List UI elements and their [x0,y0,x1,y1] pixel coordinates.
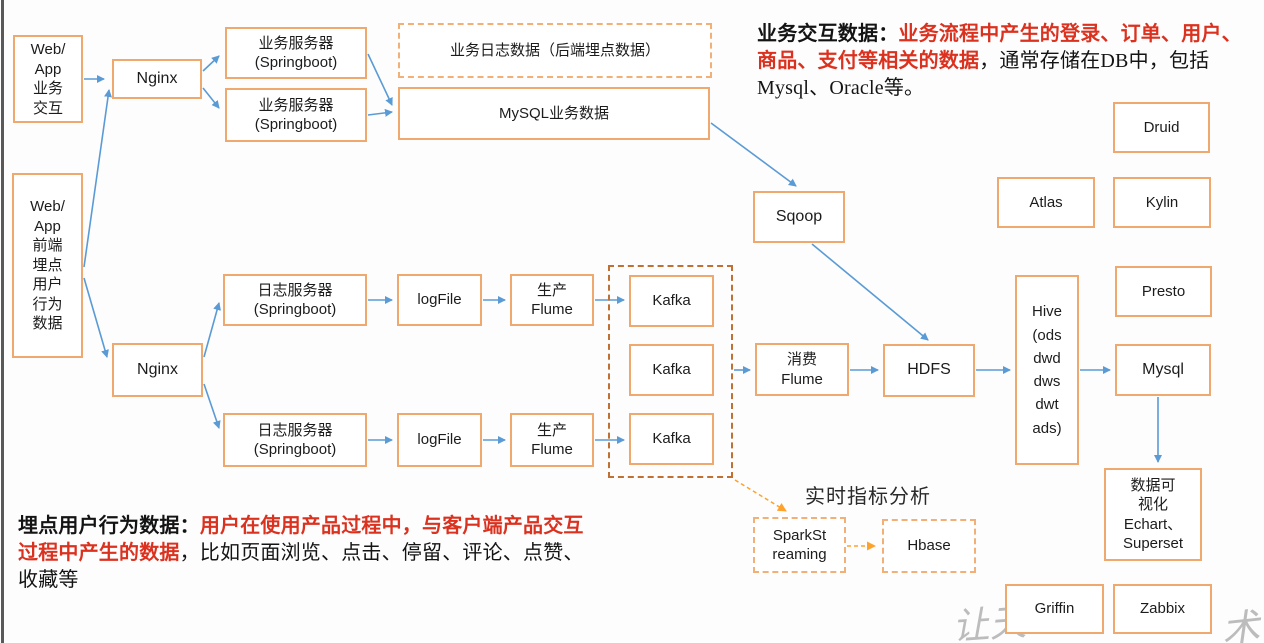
node-mysql-output: Mysql [1115,344,1211,396]
annotation-line: 过程中产生的数据，比如页面浏览、点击、停留、评论、点赞、 [18,542,584,564]
arrow-nginx1-to-bizserver1 [202,55,220,72]
node-web-app-tracking: Web/ App 前端 埋点 用户 行为 数据 [12,173,83,358]
node-nginx-top: Nginx [112,59,202,99]
arrow-mysqlbiz-to-sqoop [710,122,797,187]
realtime-analysis-label: 实时指标分析 [805,486,931,508]
node-hive: Hive (ods dwd dws dwt ads) [1015,275,1079,465]
node-kafka-1: Kafka [629,275,714,327]
node-kylin: Kylin [1113,177,1211,228]
annotation-line: Mysql、Oracle等。 [757,77,925,99]
node-flume-consumer: 消费 Flume [755,343,849,396]
node-biz-server-2: 业务服务器 (Springboot) [225,88,367,142]
node-presto: Presto [1115,266,1212,317]
arrow-kafka-to-sparkstreaming [734,479,787,512]
node-griffin: Griffin [1005,584,1104,634]
node-log-server-2: 日志服务器 (Springboot) [223,413,367,467]
node-log-server-1: 日志服务器 (Springboot) [223,274,367,326]
node-hdfs: HDFS [883,344,975,397]
watermark-fragment-right: 术 [1219,607,1262,643]
node-logfile-1: logFile [397,274,482,326]
node-biz-log-annotation: 业务日志数据（后端埋点数据） [398,23,712,78]
node-data-visualization: 数据可 视化 Echart、 Superset [1104,468,1202,561]
arrow-nginx2-to-logserver2 [203,383,221,429]
node-kafka-2: Kafka [629,344,714,396]
node-hbase: Hbase [882,519,976,573]
node-flume-producer-1: 生产 Flume [510,274,594,326]
node-zabbix: Zabbix [1113,584,1212,634]
arrow-nginx1-to-bizserver2 [202,87,220,109]
arrow-nginx2-to-logserver1 [203,302,221,358]
node-kafka-3: Kafka [629,413,714,465]
annotation-line: 业务交互数据：业务流程中产生的登录、订单、用户、 [757,23,1242,45]
node-atlas: Atlas [997,177,1095,228]
node-druid: Druid [1113,102,1210,153]
kafka-cluster-container [608,265,733,478]
annotation-line: 收藏等 [18,569,79,591]
arrow-tracking-to-nginx1 [83,89,112,268]
node-nginx-bottom: Nginx [112,343,203,397]
arrow-sqoop-to-hdfs [811,243,929,341]
node-spark-streaming: SparkSt reaming [753,517,846,573]
business-data-annotation: 业务交互数据：业务流程中产生的登录、订单、用户、商品、支付等相关的数据，通常存储… [757,21,1264,102]
node-mysql-business-data: MySQL业务数据 [398,87,710,140]
arrow-tracking-to-nginx2 [83,277,109,358]
slide-edge-line [1,0,4,643]
arrow-bizserver1-to-mysqlbiz [367,53,393,106]
annotation-line: 商品、支付等相关的数据，通常存储在DB中，包括 [757,50,1210,72]
node-web-app-business: Web/ App 业务 交互 [13,35,83,123]
annotation-line: 埋点用户行为数据：用户在使用产品过程中，与客户端产品交互 [18,515,584,537]
arrow-bizserver2-to-mysqlbiz [367,108,393,117]
node-flume-producer-2: 生产 Flume [510,413,594,467]
node-biz-server-1: 业务服务器 (Springboot) [225,27,367,79]
node-sqoop: Sqoop [753,191,845,243]
tracking-data-annotation: 埋点用户行为数据：用户在使用产品过程中，与客户端产品交互过程中产生的数据，比如页… [18,513,666,594]
node-logfile-2: logFile [397,413,482,467]
